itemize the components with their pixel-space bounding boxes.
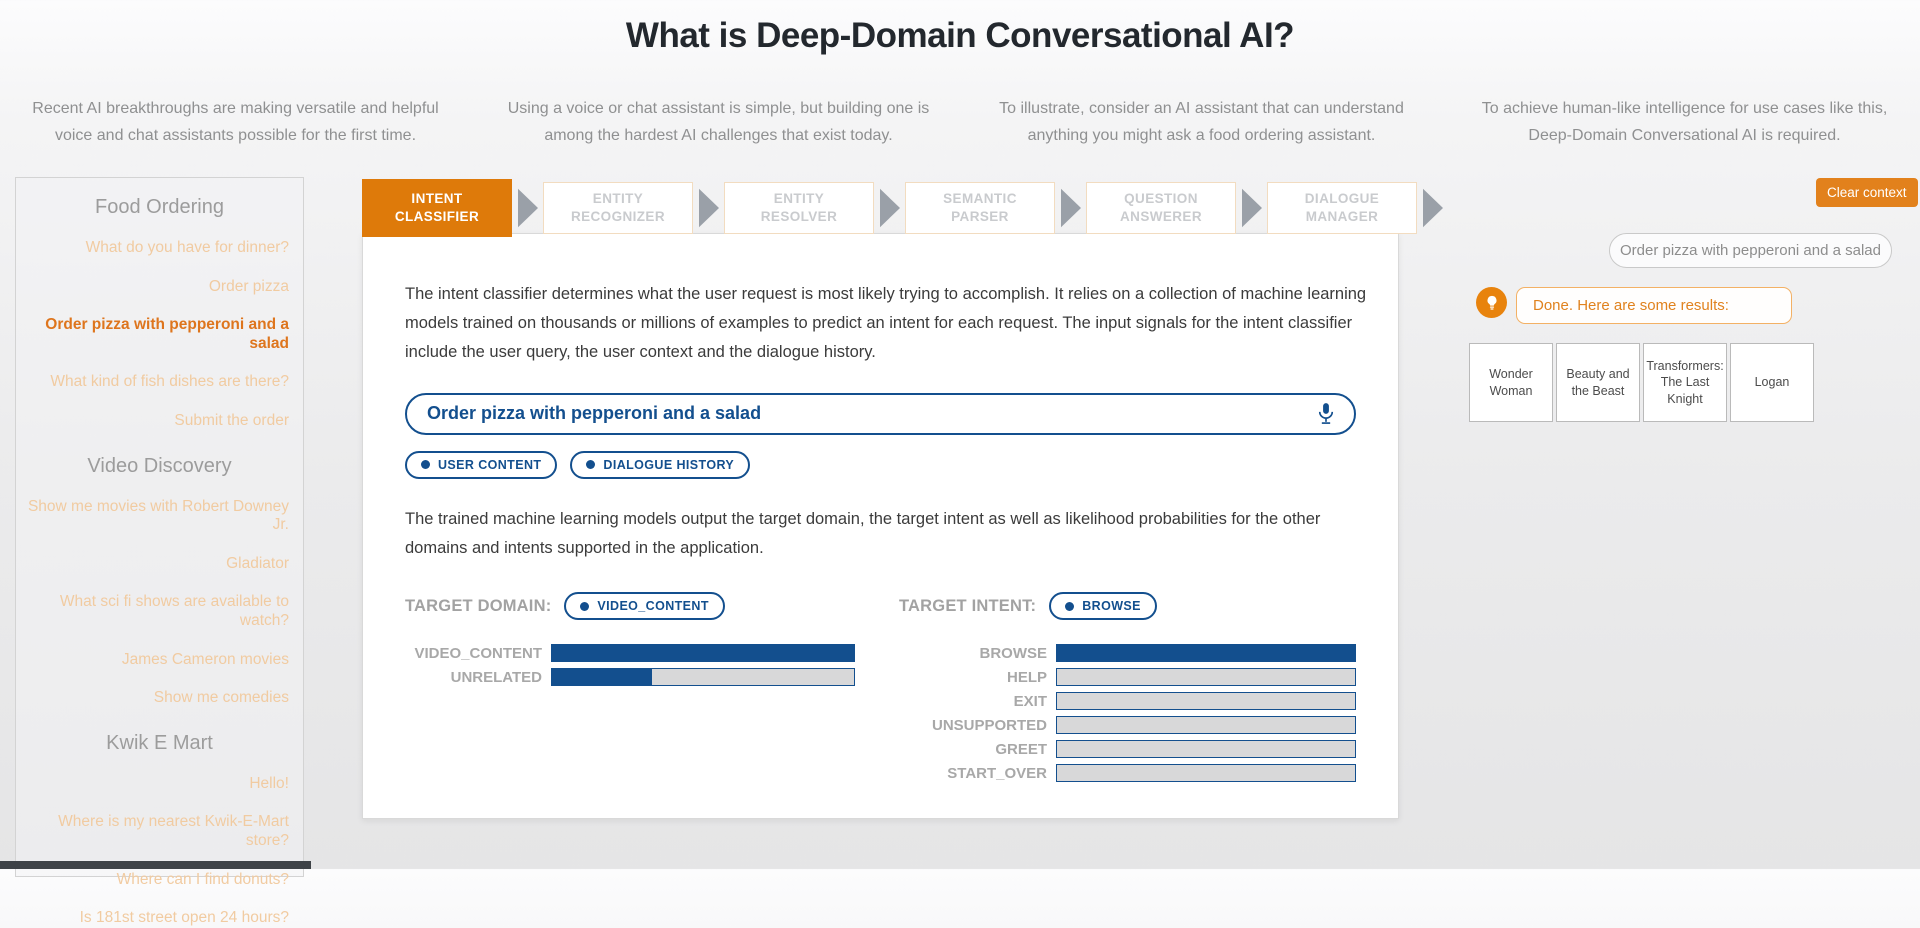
probability-bar [1056,692,1356,711]
assistant-bot-row: Done. Here are some results: [1476,287,1792,324]
sidebar-group-header: Kwik E Mart [106,731,213,754]
arrow-right-icon [1242,188,1262,228]
arrow-right-icon [1061,188,1081,228]
intent-probability-bars: BROWSE HELP EXIT UNSUPPORTED GREET START_OVER [895,644,1356,788]
intro-paragraph: Using a voice or chat assistant is simpl… [507,100,930,145]
arrow-right-icon [880,188,900,228]
dot-icon [580,601,590,611]
signal-chip-label: USER CONTENT [438,457,542,472]
pipeline-tab-question-answerer[interactable]: QUESTION ANSWERER [1086,182,1236,234]
sidebar-query-item[interactable]: Submit the order [174,411,289,429]
probability-bar [1056,764,1356,783]
arrow-right-icon [699,188,719,228]
pipeline-tab-entity-recognizer[interactable]: ENTITY RECOGNIZER [543,182,693,234]
probability-label: EXIT [1013,692,1047,710]
input-signal-chips: USER CONTENT DIALOGUE HISTORY [405,450,1356,479]
lightbulb-icon [1476,287,1507,318]
sidebar-query-item[interactable]: Hello! [249,774,289,792]
sidebar-query-item[interactable]: Show me movies with Robert Downey Jr. [27,497,289,534]
signal-chip-label: DIALOGUE HISTORY [603,457,735,472]
result-card[interactable]: Transformers: The Last Knight [1643,343,1727,422]
panel-paragraph-2: The trained machine learning models outp… [405,509,1321,557]
target-intent-group: TARGET INTENT: BROWSE [899,592,1157,621]
page-title: What is Deep-Domain Conversational AI? [625,16,1295,55]
sidebar-query-item[interactable]: James Cameron movies [121,650,289,668]
sidebar-query-item[interactable]: Is 181st street open 24 hours? [79,909,289,927]
probability-row: GREET [895,740,1356,759]
arrow-right-icon [518,188,538,228]
probability-row: BROWSE [895,644,1356,663]
intro-row: Recent AI breakthroughs are making versa… [22,95,1898,149]
pipeline-tab-entity-resolver[interactable]: ENTITY RESOLVER [724,182,874,234]
probability-row: UNSUPPORTED [895,716,1356,735]
clear-context-button[interactable]: Clear context [1816,178,1918,207]
target-domain-value: VIDEO_CONTENT [597,599,709,614]
pipeline-tab-intent-classifier[interactable]: INTENT CLASSIFIER [362,179,512,237]
target-intent-value: BROWSE [1082,599,1141,614]
result-card[interactable]: Logan [1730,343,1814,422]
intro-paragraph: To illustrate, consider an AI assistant … [999,100,1404,145]
sidebar-query-item[interactable]: What do you have for dinner? [85,239,289,256]
signal-chip: USER CONTENT [405,450,558,479]
probability-bar [1056,740,1356,759]
targets-row: TARGET DOMAIN: VIDEO_CONTENT TARGET INTE… [405,592,1356,621]
probability-label: UNSUPPORTED [931,716,1047,734]
dot-icon [421,460,430,470]
intent-classifier-panel: The intent classifier determines what th… [362,233,1399,819]
target-intent-label: TARGET INTENT: [899,596,1037,615]
target-domain-label: TARGET DOMAIN: [405,596,552,615]
sidebar-query-item[interactable]: What kind of fish dishes are there? [50,373,289,391]
probability-bar [1056,644,1356,663]
sidebar-group-header: Video Discovery [87,454,232,477]
probability-label: BROWSE [979,644,1048,662]
probability-label: GREET [995,740,1047,758]
target-domain-group: TARGET DOMAIN: VIDEO_CONTENT [405,592,899,621]
sidebar-query-item[interactable]: Show me comedies [153,689,289,707]
sidebar-query-item[interactable]: Where can I find donuts? [116,870,289,888]
probability-bar [551,644,855,663]
result-card[interactable]: Beauty and the Beast [1556,343,1640,422]
query-input-text: Order pizza with pepperoni and a salad [427,403,762,424]
pipeline-tab-dialogue-manager[interactable]: DIALOGUE MANAGER [1267,182,1417,234]
sidebar-query-item[interactable]: What sci fi shows are available to watch… [59,593,289,629]
panel-paragraph-1: The intent classifier determines what th… [405,285,1367,361]
probability-row: VIDEO_CONTENT [405,644,895,663]
probability-bar [1056,668,1356,687]
probability-row: UNRELATED [405,668,895,687]
target-intent-chip: BROWSE [1049,592,1157,621]
signal-chip: DIALOGUE HISTORY [570,450,751,479]
sidebar-query-item[interactable]: Order pizza [208,277,289,295]
probability-bar [1056,716,1356,735]
probability-row: EXIT [895,692,1356,711]
probability-label: HELP [1006,668,1047,686]
probability-bars: VIDEO_CONTENT UNRELATED BROWSE HELP EXIT UNS… [405,644,1356,788]
probability-label: START_OVER [947,764,1047,782]
sidebar-query-item[interactable]: Gladiator [226,554,289,572]
pipeline-tabs: INTENT CLASSIFIER ENTITY RECOGNIZER ENTITY… [362,179,1448,237]
intro-paragraph: Recent AI breakthroughs are making versa… [32,100,439,145]
microphone-icon[interactable] [1316,400,1336,427]
next-section-edge [0,861,311,869]
sidebar-query-item[interactable]: Where is my nearest Kwik-E-Mart store? [58,813,289,849]
arrow-right-icon [1423,188,1443,228]
probability-label: UNRELATED [450,668,542,686]
domain-probability-bars: VIDEO_CONTENT UNRELATED [405,644,895,692]
assistant-bot-message: Done. Here are some results: [1516,287,1792,324]
target-domain-chip: VIDEO_CONTENT [564,592,725,621]
assistant-user-message[interactable]: Order pizza with pepperoni and a salad [1609,233,1892,268]
dot-icon [586,460,596,470]
pipeline-tab-semantic-parser[interactable]: SEMANTIC PARSER [905,182,1055,234]
sidebar-query-item[interactable]: Order pizza with pepperoni and a salad [45,316,289,352]
result-card[interactable]: Wonder Woman [1469,343,1553,422]
sidebar-group-header: Food Ordering [95,196,224,218]
probability-row: START_OVER [895,764,1356,783]
dot-icon [1065,601,1075,611]
probability-label: VIDEO_CONTENT [414,644,542,662]
query-input[interactable]: Order pizza with pepperoni and a salad [405,392,1356,435]
probability-bar [551,668,855,687]
probability-row: HELP [895,668,1356,687]
intro-paragraph: To achieve human-like intelligence for u… [1481,100,1888,145]
